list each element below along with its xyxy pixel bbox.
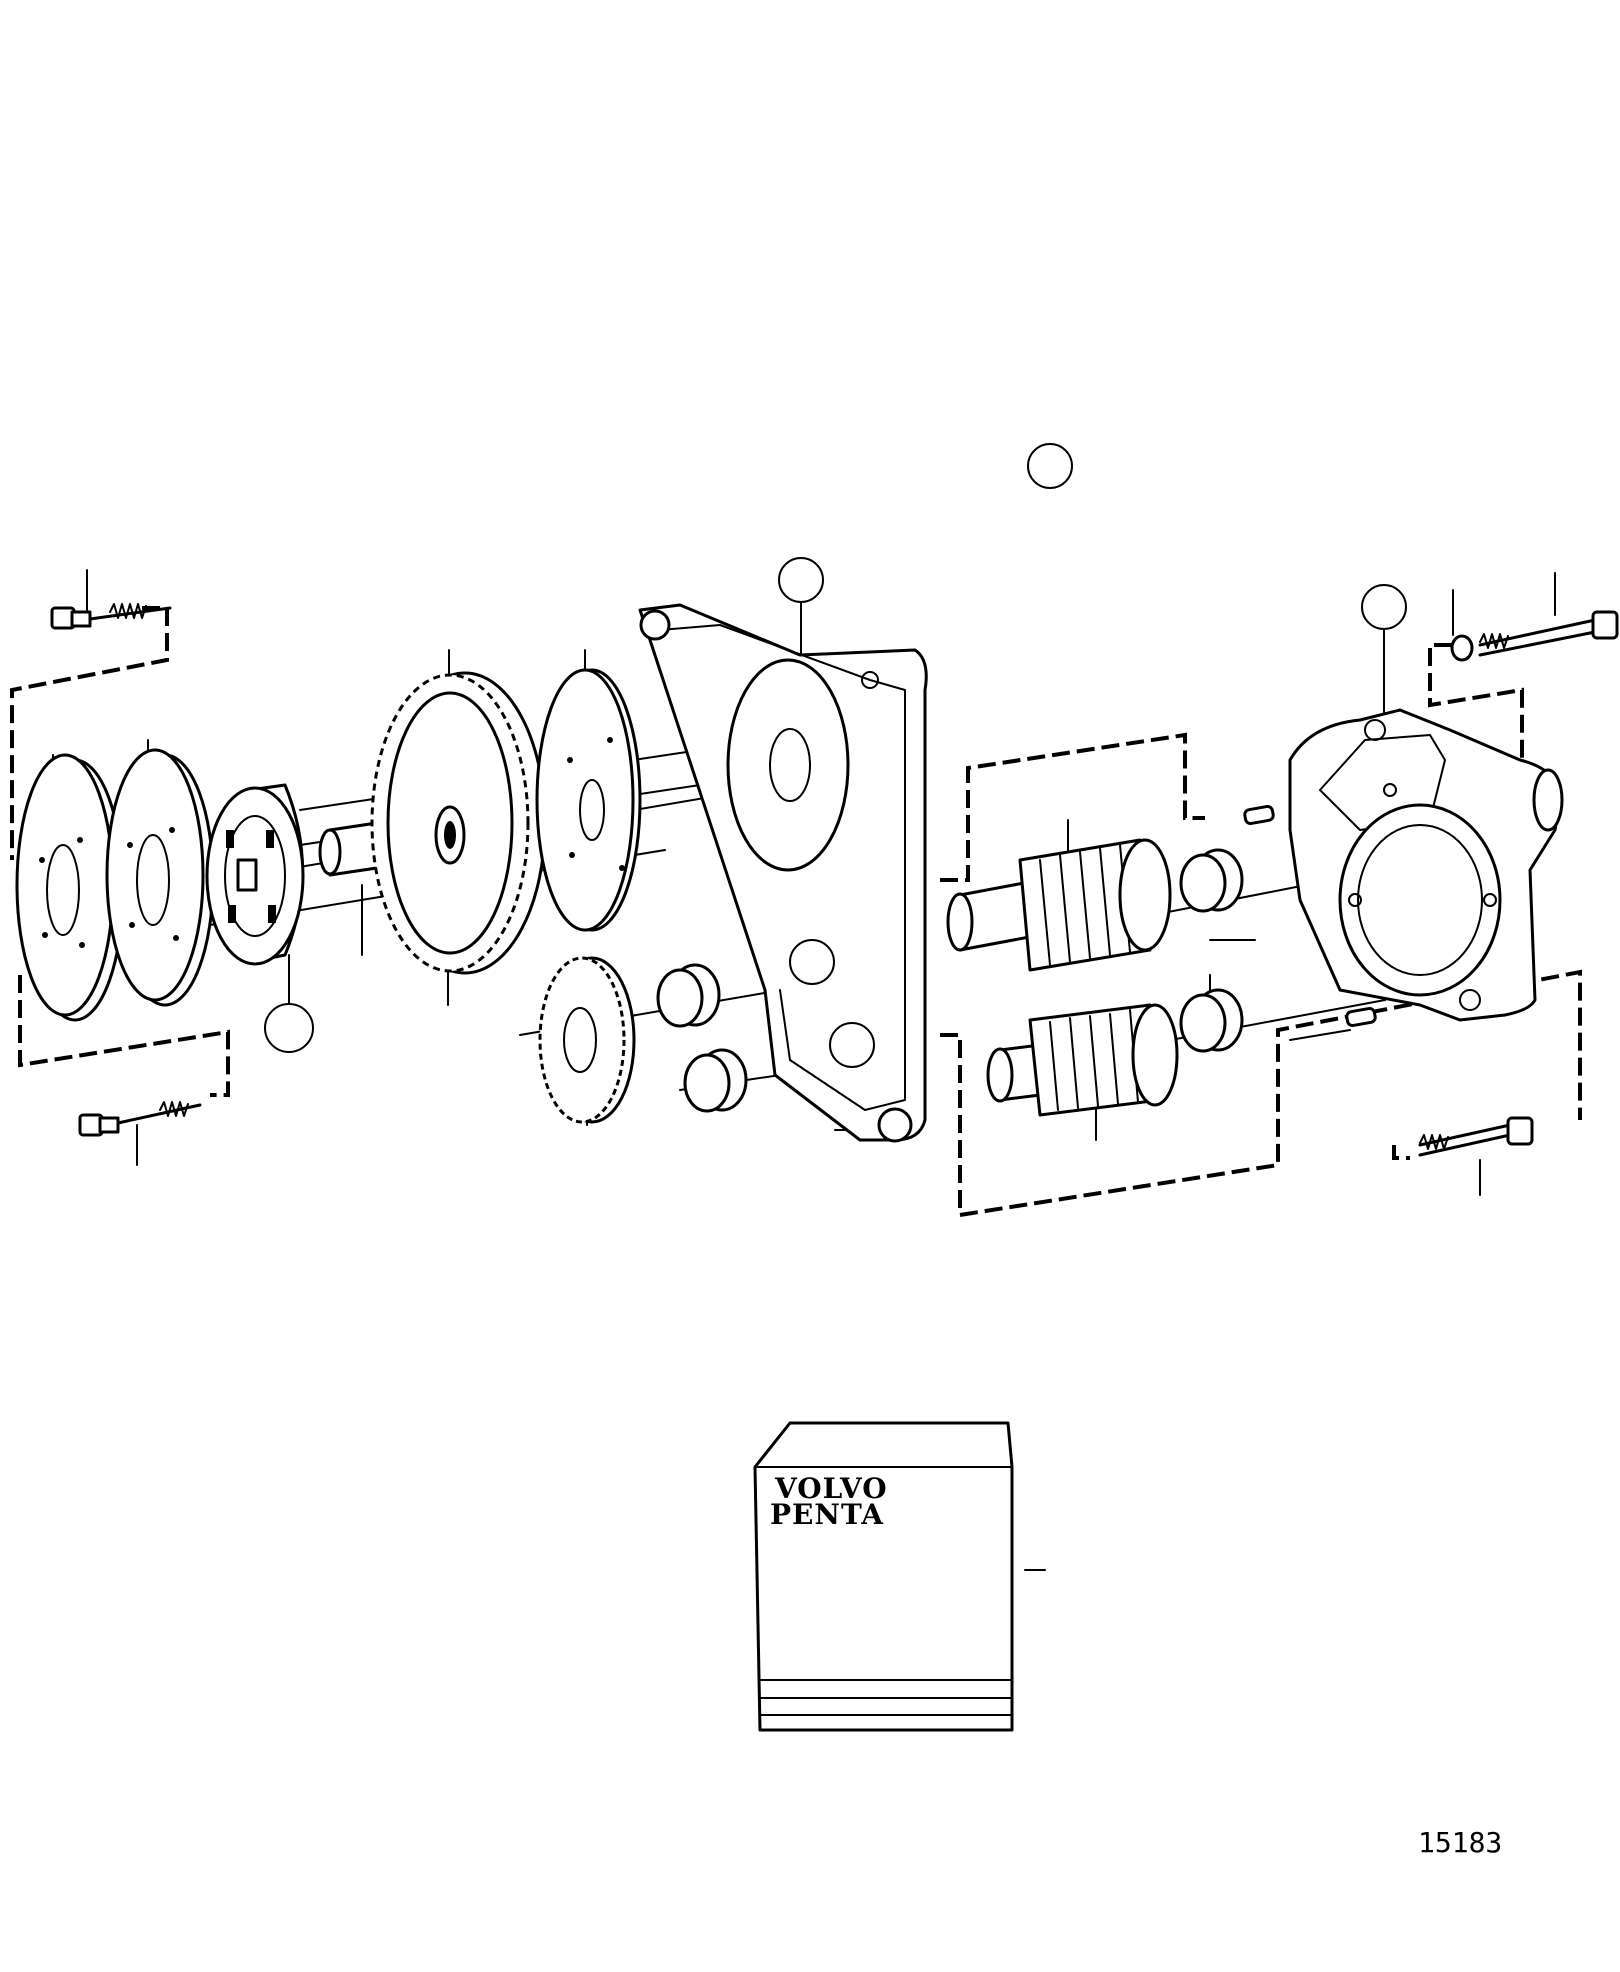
pump-drive-gear-upper [946,838,1172,972]
bracket-right-top [1428,643,1524,870]
reference-circle [778,557,824,603]
bolt-top-right [1450,610,1619,662]
logo-penta: PENTA [770,1498,884,1531]
end-plate-outer [15,753,125,1022]
bolt-top-left [50,603,172,630]
thrust-washer [535,668,642,932]
bracket-left-top [10,606,169,860]
bushing-right-upper [1179,848,1244,913]
reference-circle [1361,584,1407,630]
pump-driven-gear-lower [986,1003,1179,1117]
bracket-pump-bottom [940,969,1582,1218]
pump-rear-housing [1288,708,1564,1022]
bushing-right-lower [1179,988,1244,1053]
bracket-right-bottom [1392,1145,1410,1160]
pump-front-cover [638,603,928,1143]
end-plate-inner [105,748,215,1007]
bolt-bottom-left [78,1101,202,1137]
bushing-left-upper [656,963,721,1028]
bracket-left-bottom [18,975,230,1097]
drive-hub [205,783,305,966]
reference-circle [264,1003,314,1053]
parts-packet [753,1421,1014,1732]
bushing-left-lower [683,1048,748,1113]
dowel-pin-lower [1345,1006,1377,1028]
reference-circle [1027,443,1073,489]
bolt-bottom-right [1418,1116,1534,1157]
figure-number: 15183 [1418,1826,1502,1859]
group-brackets [10,606,1582,1218]
dowel-pin-upper [1243,804,1275,826]
logo-volvo: VOLVO [774,1472,888,1505]
large-idler-gear [370,671,547,975]
small-pump-gear [538,956,636,1124]
